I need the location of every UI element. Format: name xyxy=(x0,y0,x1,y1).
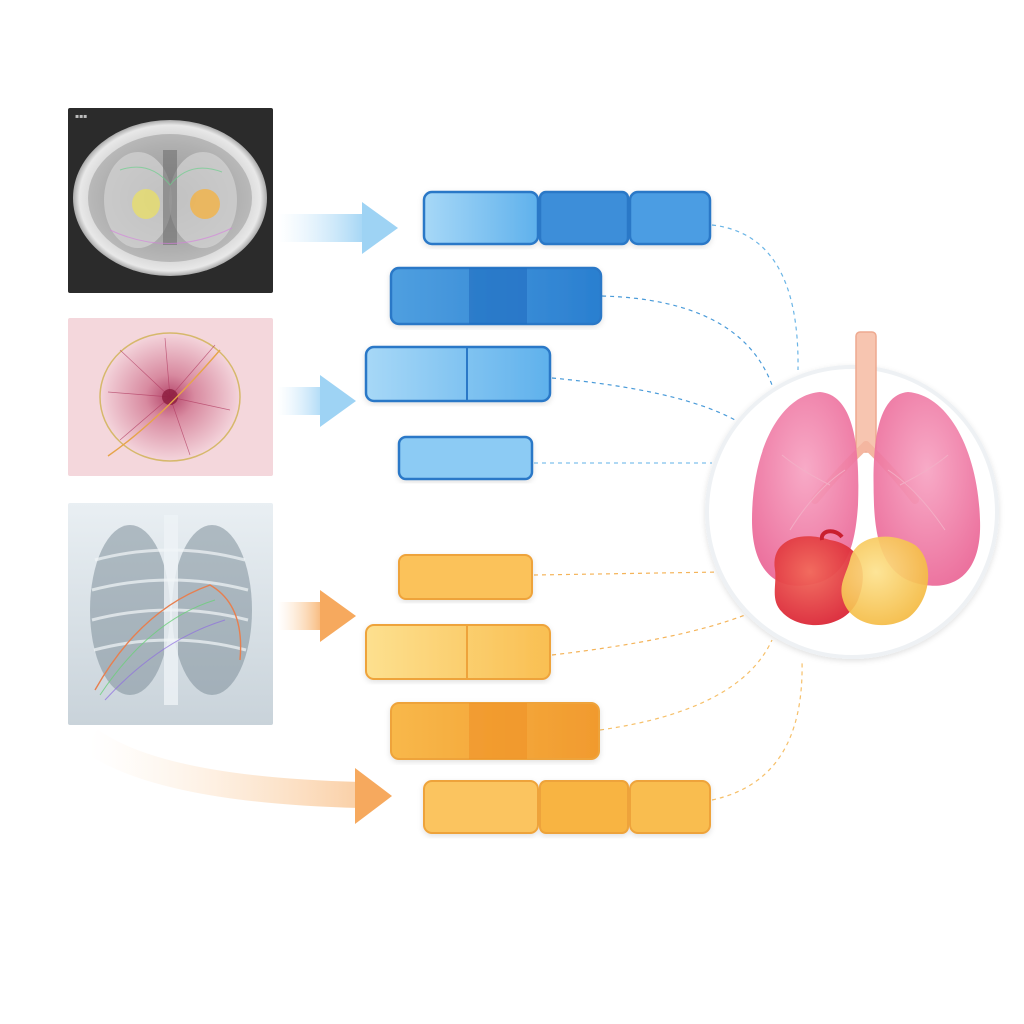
imaging-feature-bar-3 xyxy=(364,345,552,403)
histology-slide-image-icon xyxy=(68,318,273,476)
ct-scan-image-icon: ▪▪▪ xyxy=(68,108,273,293)
clinical-feature-bar-1 xyxy=(398,554,533,600)
lungs-organ-icon xyxy=(705,331,999,659)
clinical-feature-bar-4 xyxy=(423,780,711,834)
imaging-feature-bar-1 xyxy=(422,190,712,246)
imaging-feature-bar-4 xyxy=(397,435,534,481)
imaging-feature-bar-2 xyxy=(389,266,603,326)
clinical-feature-bar-3 xyxy=(390,702,600,760)
flow-arrow-xray xyxy=(278,590,356,642)
flow-arrow-combined xyxy=(82,729,392,824)
dashed-connectors xyxy=(533,224,803,801)
chest-xray-image-icon xyxy=(68,503,273,725)
flow-arrow-ct xyxy=(278,202,398,254)
clinical-feature-bar-2 xyxy=(365,624,551,680)
ct-corner-label: ▪▪▪ xyxy=(75,113,87,120)
flow-arrow-histology xyxy=(278,375,356,427)
